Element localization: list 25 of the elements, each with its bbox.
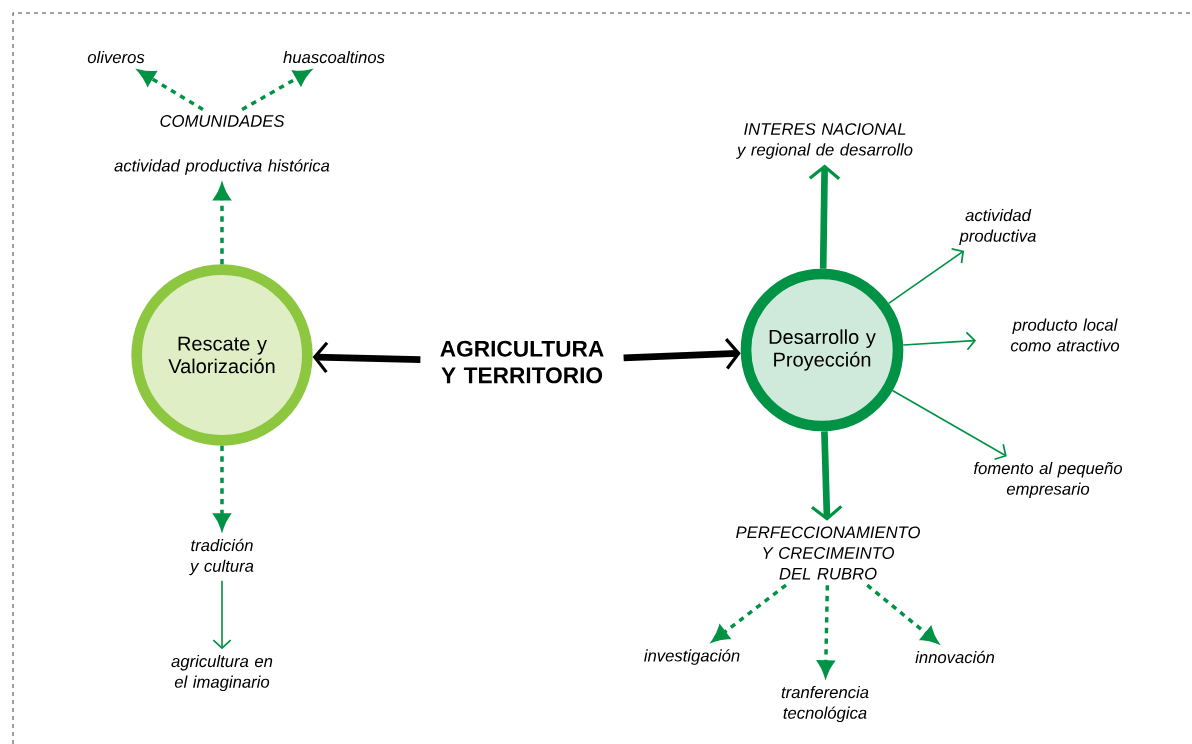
arrow <box>902 331 977 351</box>
text-label: COMUNIDADES <box>160 115 285 127</box>
arrow <box>887 248 965 305</box>
text-label: innovación <box>915 650 995 664</box>
arrow <box>891 389 1007 461</box>
text-label: INTERES NACIONAL y regional de desarrollo <box>736 123 913 159</box>
arrow <box>712 583 787 642</box>
text-label: huascoaltinos <box>283 50 385 64</box>
arrow <box>212 580 232 650</box>
title-text: AGRICULTURA Y TERRITORIO <box>440 340 604 384</box>
text-label: tradición y cultura <box>189 538 254 576</box>
arrow <box>241 69 311 111</box>
arrow <box>312 341 421 374</box>
text-label: actividad productiva histórica <box>114 159 330 175</box>
text-label: agricultura en el imaginario <box>171 654 273 692</box>
arrow <box>138 69 204 111</box>
text-label: investigación <box>644 649 740 665</box>
arrow <box>866 583 939 644</box>
arrow <box>623 338 741 370</box>
text-label: fomento al pequeño empresario <box>974 461 1123 499</box>
text-label: oliveros <box>87 50 145 64</box>
text-label: PERFECCIONAMIENTO Y CRECIMEINTO DEL RUBRO <box>736 526 920 580</box>
text-label: producto local como atractivo <box>1010 318 1120 352</box>
text-label: actividad productiva <box>959 208 1036 246</box>
text-label: tranferencia tecnológica <box>781 685 869 723</box>
